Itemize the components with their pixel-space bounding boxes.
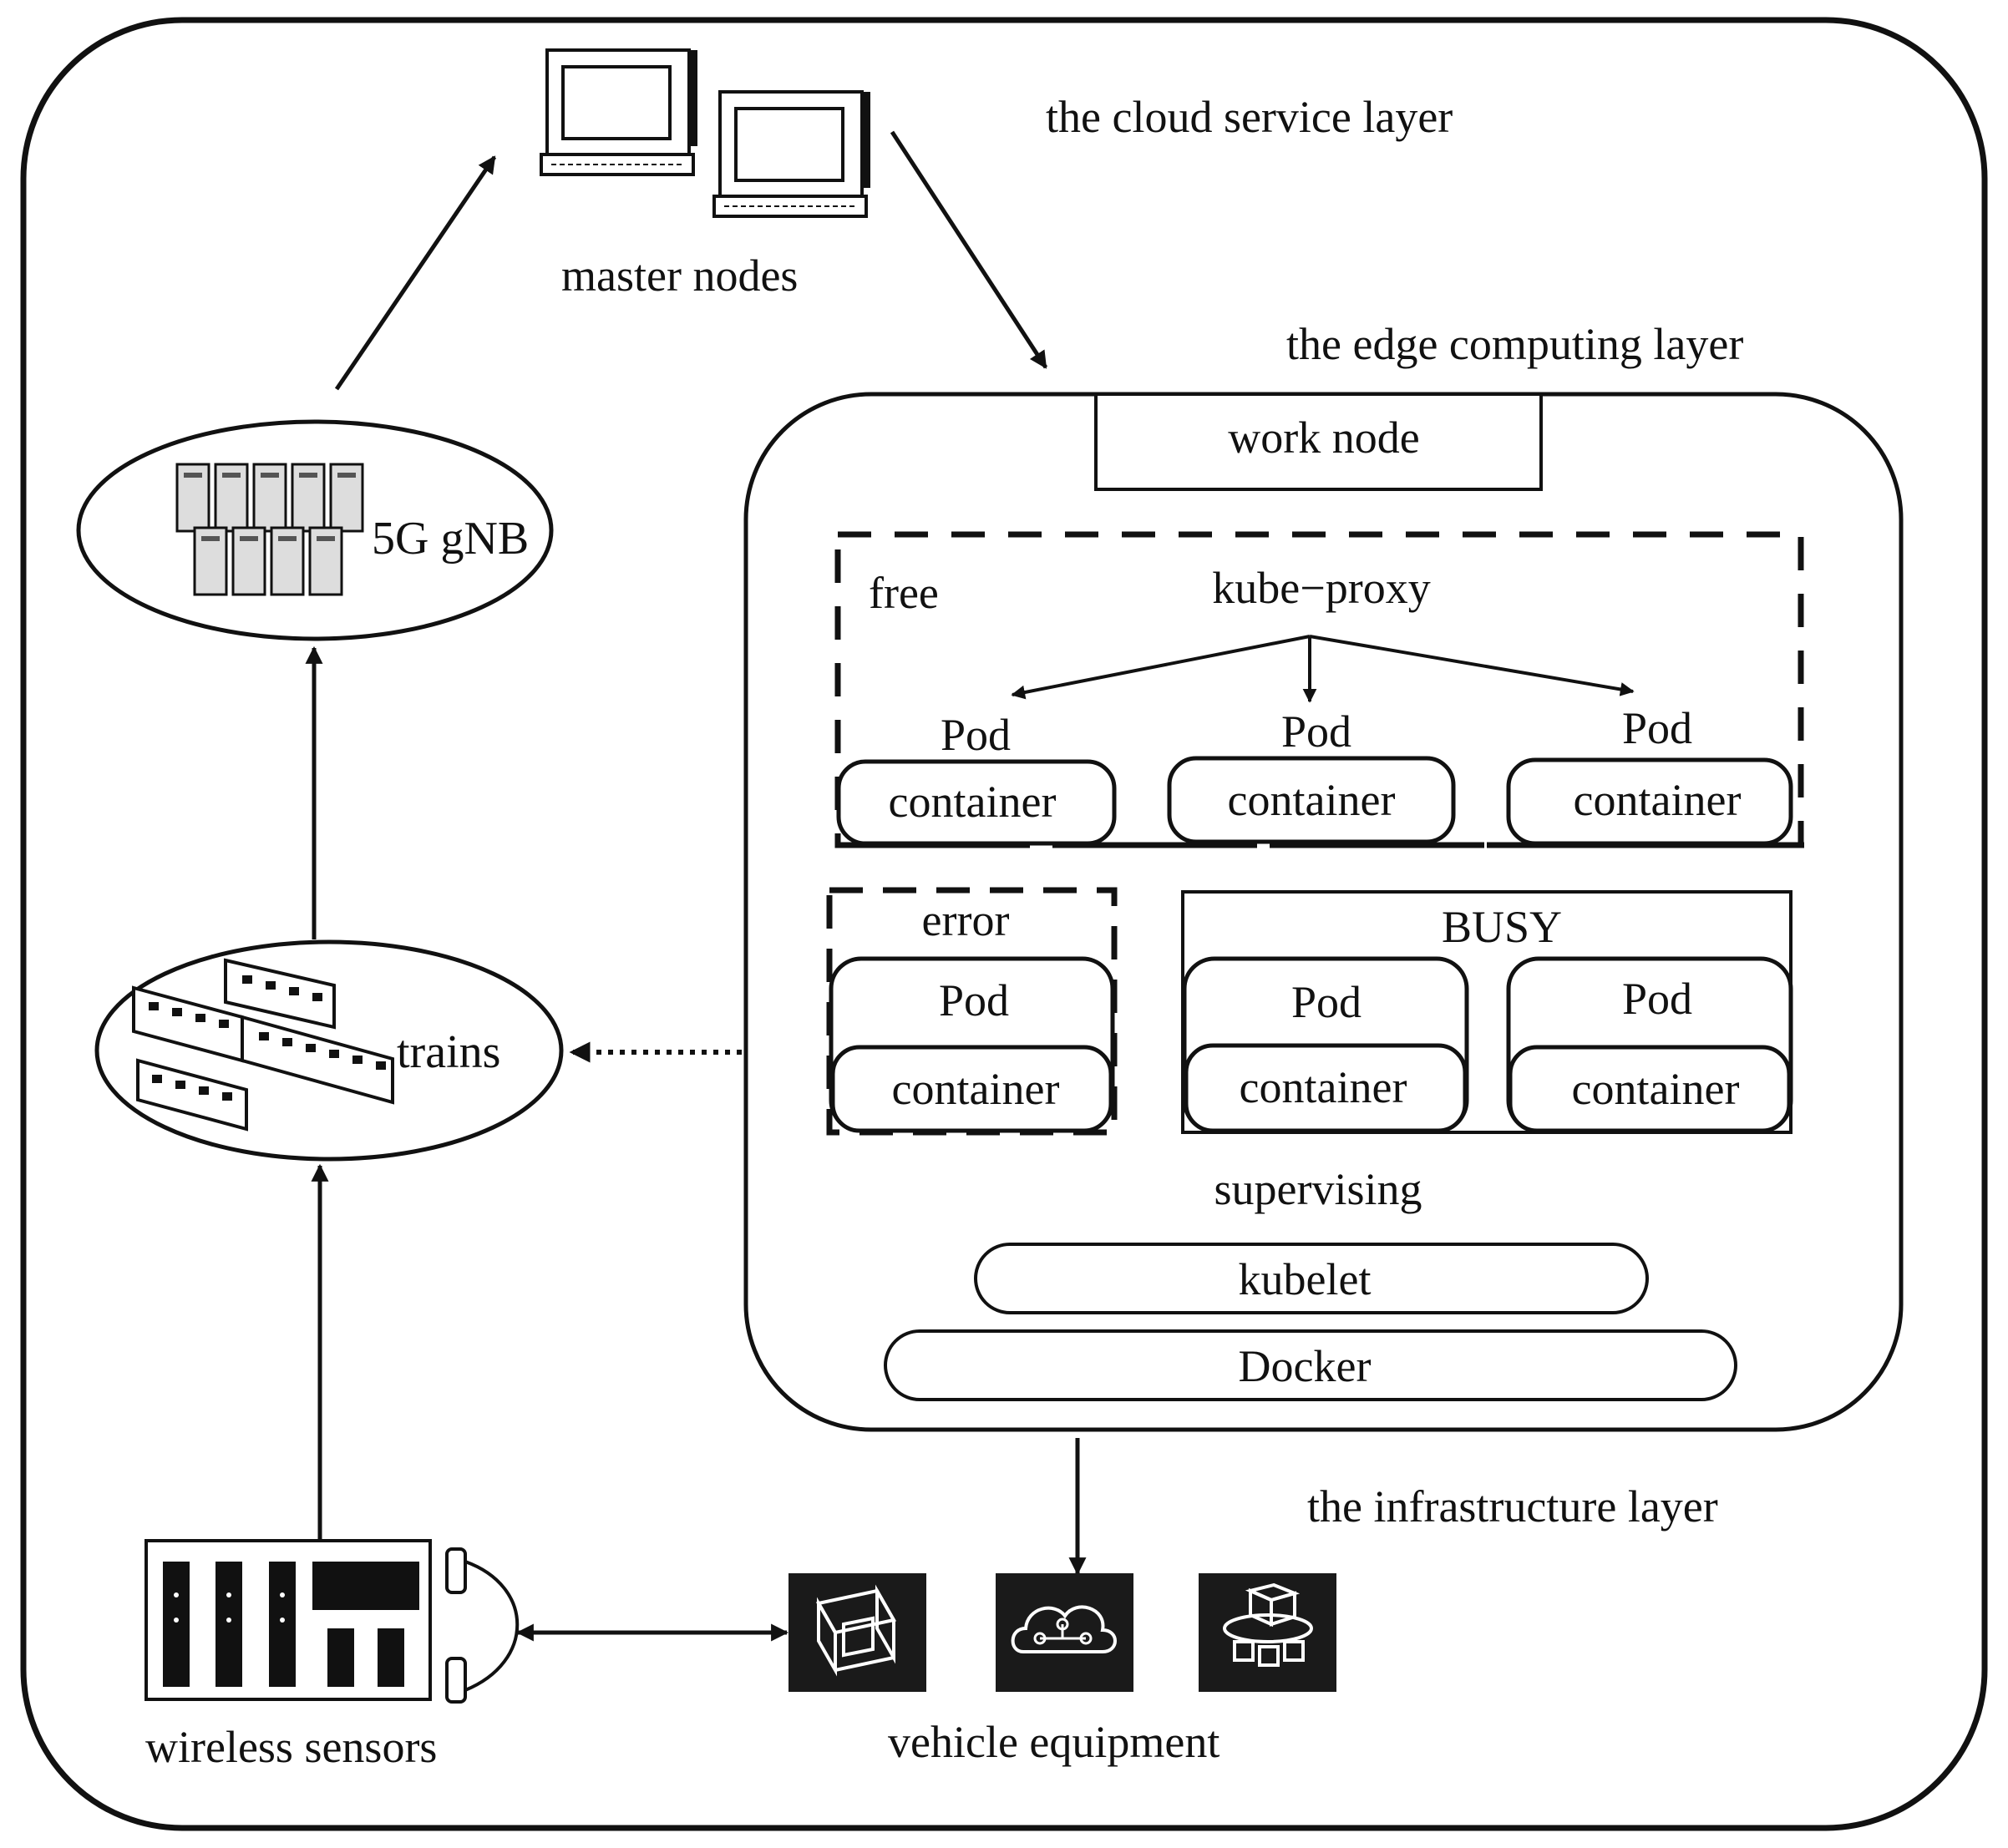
network-cube-icon bbox=[788, 1573, 926, 1692]
computer-icon bbox=[712, 90, 870, 218]
pod-label: Pod bbox=[1291, 977, 1361, 1027]
pod-label: Pod bbox=[1622, 703, 1692, 753]
arrow-gnb-to-master bbox=[334, 155, 497, 391]
cube-cluster-icon bbox=[1199, 1573, 1336, 1692]
pod-label: Pod bbox=[1622, 974, 1692, 1024]
pod-label: Pod bbox=[941, 710, 1011, 760]
container-label: container bbox=[1574, 775, 1742, 825]
pod-label: Pod bbox=[939, 975, 1009, 1025]
container-label: container bbox=[1228, 775, 1396, 825]
container-label: container bbox=[1240, 1062, 1407, 1112]
busy-label: BUSY bbox=[1442, 902, 1562, 952]
docker-bar bbox=[884, 1329, 1737, 1401]
arrow-proxy-pod-1 bbox=[1011, 635, 1311, 700]
pod-label: Pod bbox=[1281, 706, 1351, 757]
free-label: free bbox=[869, 568, 939, 618]
master-nodes-label: master nodes bbox=[561, 251, 798, 301]
work-node-label: work node bbox=[1228, 413, 1419, 463]
kubelet-label: kubelet bbox=[1239, 1254, 1372, 1304]
arrow-master-to-edge bbox=[890, 130, 1048, 369]
supervising-label: supervising bbox=[1214, 1164, 1422, 1214]
server-rack-icon bbox=[175, 463, 364, 596]
error-label: error bbox=[922, 895, 1010, 945]
work-node-box bbox=[1094, 392, 1543, 491]
container-label: container bbox=[889, 777, 1057, 827]
wireless-sensors-label: wireless sensors bbox=[145, 1722, 437, 1772]
infrastructure-layer-label: the infrastructure layer bbox=[1307, 1481, 1718, 1532]
edge-layer-label: the edge computing layer bbox=[1286, 319, 1743, 369]
cloud-layer-label: the cloud service layer bbox=[1046, 92, 1453, 142]
gnb-label: 5G gNB bbox=[372, 513, 529, 565]
sensor-panel-icon bbox=[145, 1539, 432, 1701]
container-box bbox=[830, 1045, 1113, 1133]
outer-frame bbox=[20, 17, 1988, 1831]
container-box bbox=[1508, 1045, 1792, 1133]
computer-icon bbox=[540, 48, 697, 176]
free-region bbox=[834, 531, 1804, 848]
docker-label: Docker bbox=[1239, 1341, 1372, 1391]
container-label: container bbox=[1572, 1064, 1740, 1114]
cloud-network-icon bbox=[996, 1573, 1133, 1692]
container-box bbox=[1167, 756, 1456, 844]
kube-proxy-label: kube−proxy bbox=[1212, 563, 1430, 613]
train-icon bbox=[132, 958, 394, 1132]
arrow-proxy-pod-3 bbox=[1309, 635, 1635, 696]
container-box bbox=[1184, 1043, 1468, 1133]
trains-label: trains bbox=[397, 1026, 500, 1078]
vehicle-equipment-label: vehicle equipment bbox=[888, 1717, 1220, 1767]
kubelet-bar bbox=[974, 1243, 1649, 1314]
phone-handset-icon bbox=[445, 1547, 520, 1704]
container-label: container bbox=[892, 1064, 1060, 1114]
